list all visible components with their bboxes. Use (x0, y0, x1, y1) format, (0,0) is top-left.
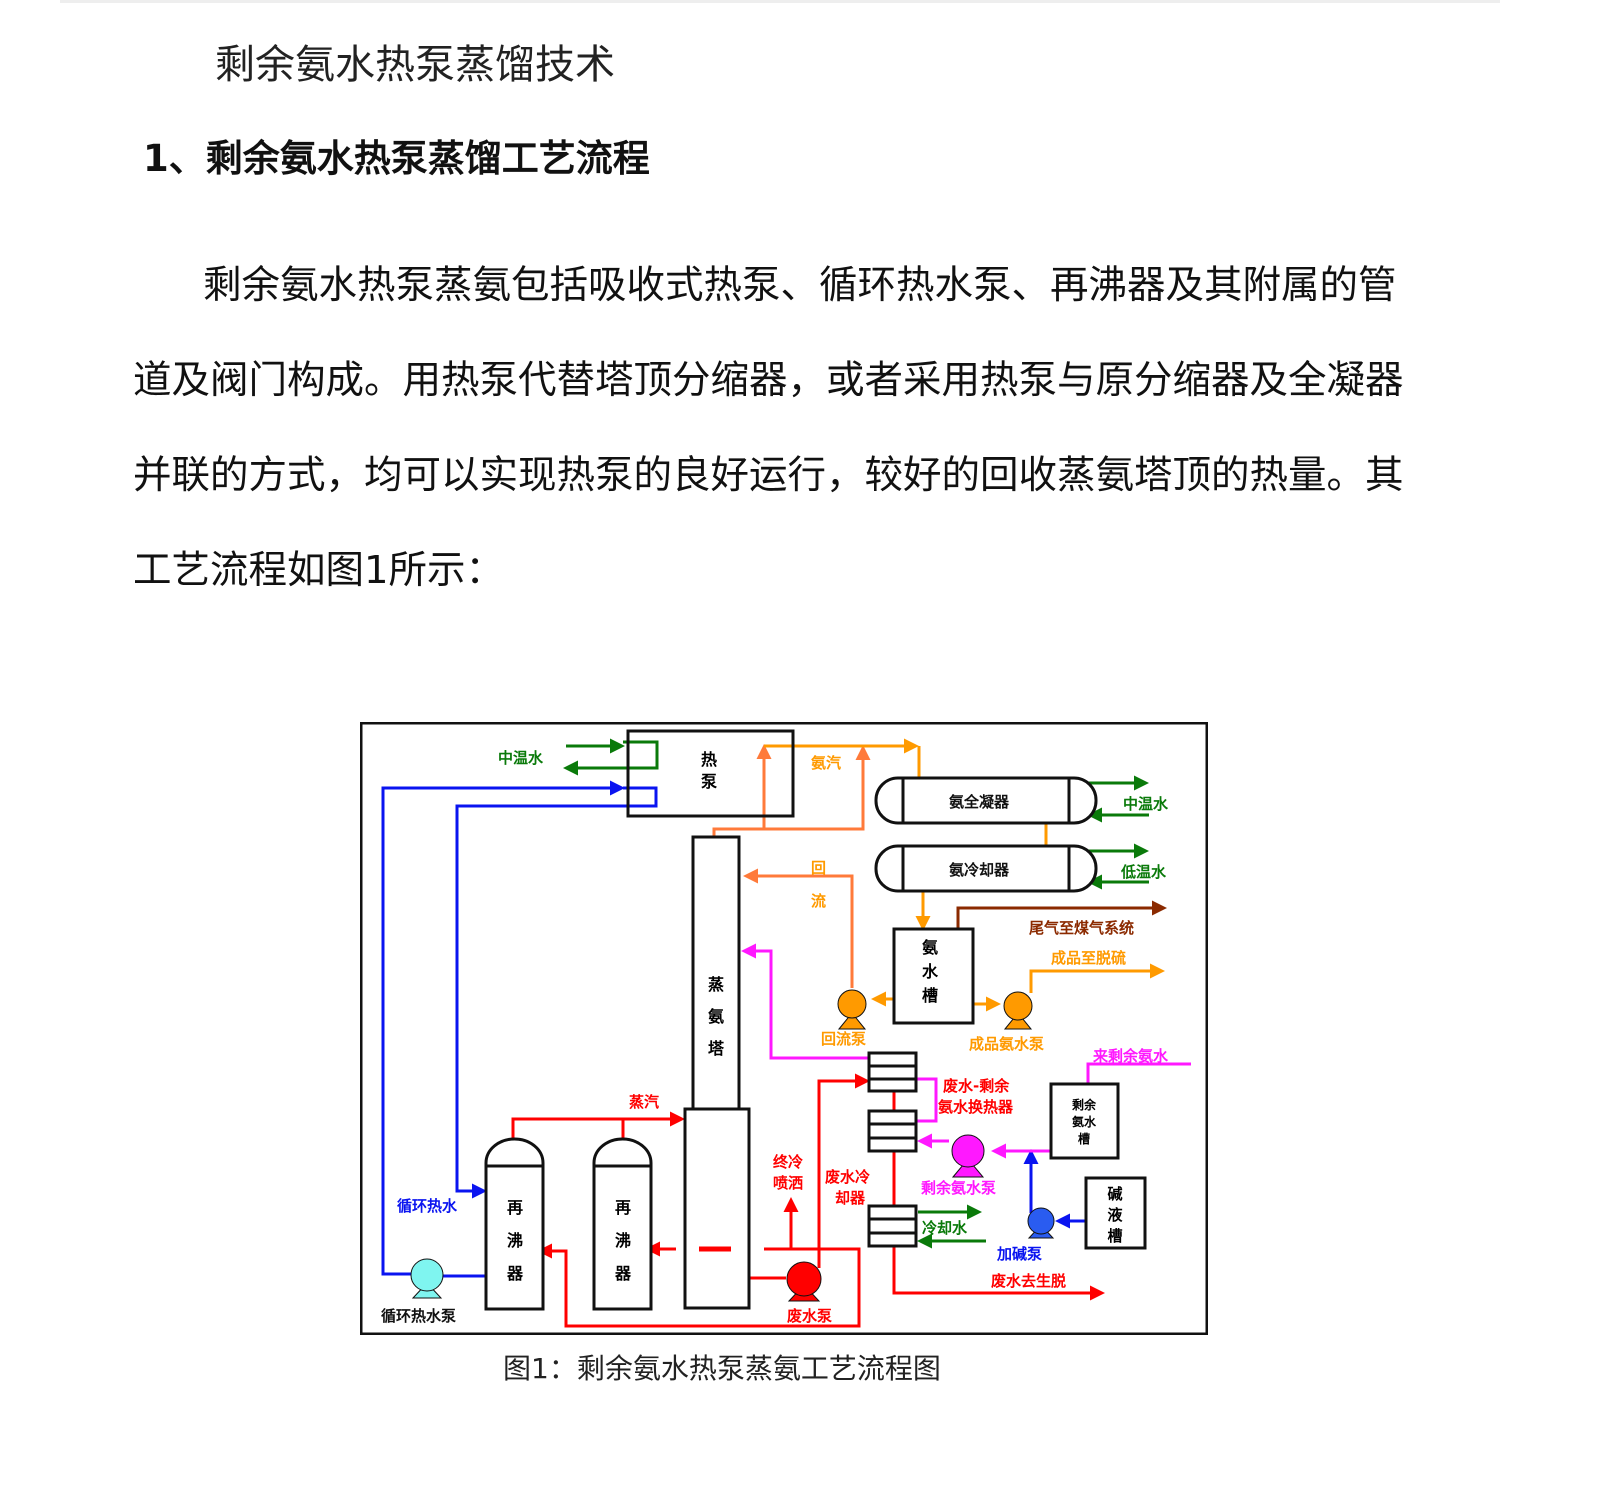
residual-water-lines (741, 943, 1191, 1159)
residual-water-tank: 剩余 氨水 槽 (1049, 1082, 1120, 1160)
svg-text:碱: 碱 (1107, 1185, 1122, 1203)
label-exchanger-2: 氨水换热器 (938, 1098, 1014, 1116)
label-exchanger-1: 废水-剩余 (943, 1077, 1010, 1095)
label-reflux-2: 流 (811, 892, 826, 910)
distillation-tower: 蒸 氨 塔 (683, 835, 751, 1310)
svg-text:槽: 槽 (1107, 1227, 1122, 1245)
top-divider (60, 0, 1500, 3)
ammonia-lines (712, 738, 1165, 1012)
tail-gas-line (956, 900, 1167, 929)
svg-text:器: 器 (614, 1264, 632, 1283)
svg-text:泵: 泵 (700, 772, 717, 791)
reboiler-2: 再 沸 器 (592, 1137, 653, 1311)
svg-text:水: 水 (922, 962, 939, 981)
alkali-pump-icon (1027, 1207, 1055, 1239)
svg-text:液: 液 (1107, 1206, 1123, 1224)
label-product-pump: 成品氨水泵 (969, 1035, 1044, 1053)
waste-pump-icon (786, 1261, 822, 1302)
svg-text:氨: 氨 (922, 938, 938, 957)
label-final-cool-1: 终冷 (773, 1153, 803, 1171)
label-tail-gas: 尾气至煤气系统 (1029, 919, 1134, 937)
label-mid-water: 中温水 (498, 749, 544, 767)
label-waste-pump: 废水泵 (787, 1307, 832, 1325)
process-flow-diagram: 热 泵 蒸 氨 塔 氨全凝器 氨冷却器 氨 水 槽 再 沸 器 再 沸 器 (360, 722, 1208, 1335)
label-low-water: 低温水 (1120, 863, 1167, 881)
label-circulating-pump: 循环热水泵 (381, 1307, 456, 1325)
label-circulating-water: 循环热水 (397, 1197, 458, 1215)
alkali-tank: 碱 液 槽 (1084, 1176, 1147, 1250)
label-reflux-pump: 回流泵 (821, 1030, 866, 1048)
svg-text:塔: 塔 (708, 1039, 725, 1058)
label-steam: 蒸汽 (629, 1093, 659, 1111)
svg-text:氨: 氨 (708, 1007, 724, 1026)
svg-text:槽: 槽 (922, 986, 938, 1005)
reboiler-1: 再 沸 器 (484, 1137, 545, 1311)
ammonia-condenser: 氨全凝器 (874, 776, 1098, 825)
label-cooling-water: 冷却水 (922, 1219, 968, 1237)
svg-text:槽: 槽 (1078, 1131, 1090, 1146)
reflux-pump-icon (837, 989, 867, 1030)
page-title: 剩余氨水热泵蒸馏技术 (215, 42, 615, 88)
ammonia-cooler: 氨冷却器 (874, 844, 1098, 893)
svg-text:氨水: 氨水 (1072, 1114, 1097, 1129)
svg-text:再: 再 (615, 1198, 631, 1217)
figure-caption: 图1：剩余氨水热泵蒸氨工艺流程图 (503, 1352, 941, 1385)
ammonia-water-tank: 氨 水 槽 (892, 927, 975, 1025)
paragraph-line: 剩余氨水热泵蒸氨包括吸收式热泵、循环热水泵、再沸器及其附属的管 (203, 263, 1397, 308)
svg-text:器: 器 (506, 1264, 524, 1283)
circulating-pump-icon (410, 1258, 444, 1299)
heat-pump: 热 泵 (626, 729, 795, 818)
waste-water-lines (511, 1073, 1105, 1328)
label-final-cool-2: 喷洒 (773, 1174, 803, 1192)
svg-text:剩余: 剩余 (1072, 1097, 1097, 1112)
section-heading: 1、剩余氨水热泵蒸馏工艺流程 (143, 137, 650, 180)
label-waste-cooler-2: 却器 (835, 1189, 866, 1207)
paragraph-line: 道及阀门构成。用热泵代替塔顶分缩器，或者采用热泵与原分缩器及全凝器 (133, 358, 1404, 403)
svg-text:氨全凝器: 氨全凝器 (949, 793, 1010, 811)
label-waste-out: 废水去生脱 (991, 1272, 1066, 1290)
label-residual-pump: 剩余氨水泵 (921, 1179, 996, 1197)
svg-text:沸: 沸 (507, 1231, 523, 1250)
label-waste-cooler-1: 废水冷 (825, 1168, 870, 1186)
residual-pump-icon (951, 1134, 985, 1178)
medium-water-lines (563, 738, 1149, 1249)
svg-text:蒸: 蒸 (708, 975, 724, 994)
label-residual-in: 来剩余氨水 (1092, 1047, 1169, 1065)
paragraph-line: 并联的方式，均可以实现热泵的良好运行，较好的回收蒸氨塔顶的热量。其 (133, 453, 1404, 498)
svg-text:热: 热 (701, 750, 717, 769)
label-alkali-pump: 加碱泵 (996, 1245, 1042, 1263)
body-paragraph: 剩余氨水热泵蒸氨包括吸收式热泵、循环热水泵、再沸器及其附属的管 道及阀门构成。用… (133, 238, 1453, 618)
svg-text:沸: 沸 (615, 1231, 631, 1250)
heat-exchangers (867, 1051, 918, 1248)
label-reflux-1: 回 (811, 859, 826, 877)
svg-text:再: 再 (507, 1198, 523, 1217)
label-product: 成品至脱硫 (1051, 949, 1126, 967)
svg-text:氨冷却器: 氨冷却器 (949, 861, 1010, 879)
label-ammonia-vapor: 氨汽 (811, 754, 841, 772)
paragraph-line: 工艺流程如图1所示： (133, 548, 504, 593)
label-mid-water-right: 中温水 (1123, 795, 1169, 813)
product-pump-icon (1003, 991, 1033, 1030)
circulating-water-lines (381, 780, 1086, 1278)
